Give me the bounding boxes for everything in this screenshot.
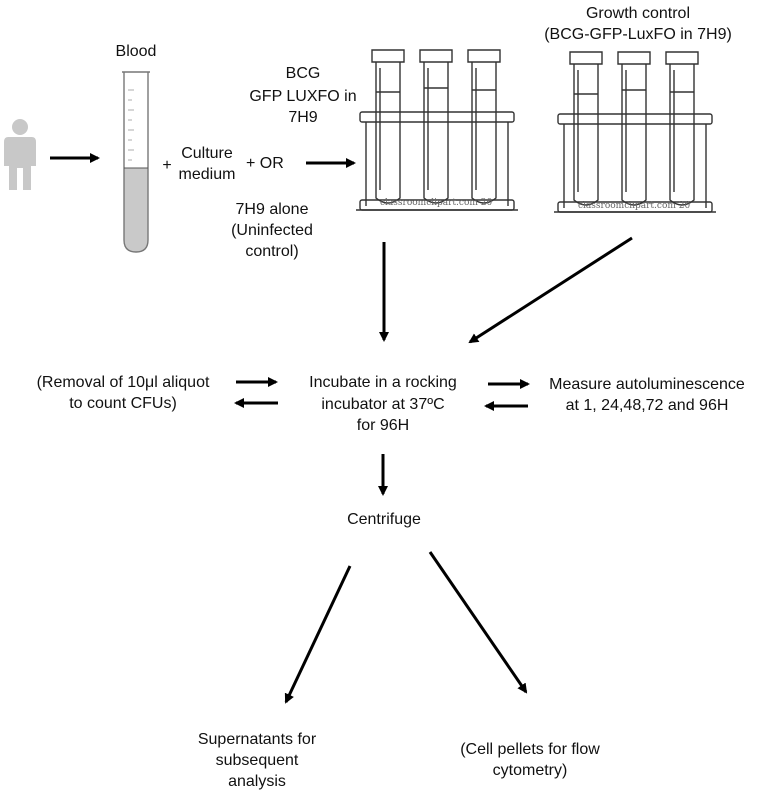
7h9-label-line3: control): [245, 243, 299, 260]
arrow-centrifuge-to-cell-pellet: [428, 551, 528, 694]
removal-line2: to count CFUs): [69, 395, 177, 412]
measure-line2: at 1, 24,48,72 and 96H: [565, 397, 729, 414]
culture-medium-line2: medium: [178, 166, 236, 183]
test-tube-rack-icon: [356, 49, 518, 211]
growth-control-line2: (BCG-GFP-LuxFO in 7H9): [544, 26, 732, 43]
plus-sign: +: [162, 157, 172, 174]
7h9-label-line2: (Uninfected: [231, 222, 313, 239]
blood-label: Blood: [115, 43, 157, 60]
blood-tube-icon: [122, 71, 150, 253]
cell-pellets-line2: cytometry): [492, 762, 568, 779]
7h9-label-line1: 7H9 alone: [235, 201, 309, 218]
cell-pellets-line1: (Cell pellets for flow: [460, 741, 600, 758]
removal-line1: (Removal of 10μl aliquot: [36, 374, 210, 391]
supernatant-line2: subsequent: [215, 752, 299, 769]
bcg-label-line2: GFP LUXFO in: [249, 88, 357, 105]
bcg-label-line3: 7H9: [288, 109, 318, 126]
test-tube-rack-icon: [554, 51, 716, 213]
supernatant-line1: Supernatants for: [197, 731, 317, 748]
watermark: classroomclipart.com 20: [380, 198, 492, 208]
bcg-label-line1: BCG: [285, 65, 321, 82]
arrow-centrifuge-to-supernatant: [284, 565, 352, 704]
growth-control-line1: Growth control: [585, 5, 691, 22]
centrifuge-label: Centrifuge: [347, 511, 421, 528]
culture-medium-line1: Culture: [181, 145, 233, 162]
person-icon: [4, 119, 36, 190]
measure-line1: Measure autoluminescence: [549, 376, 745, 393]
arrow-growth-to-incubate: [468, 236, 633, 344]
incubate-line1: Incubate in a rocking: [309, 374, 457, 391]
watermark: classroomclipart.com 20: [578, 201, 690, 211]
supernatant-line3: analysis: [228, 773, 286, 790]
incubate-line3: for 96H: [356, 417, 410, 434]
incubate-line2: incubator at 37ºC: [321, 396, 445, 413]
plus-or-label: + OR: [246, 155, 284, 172]
